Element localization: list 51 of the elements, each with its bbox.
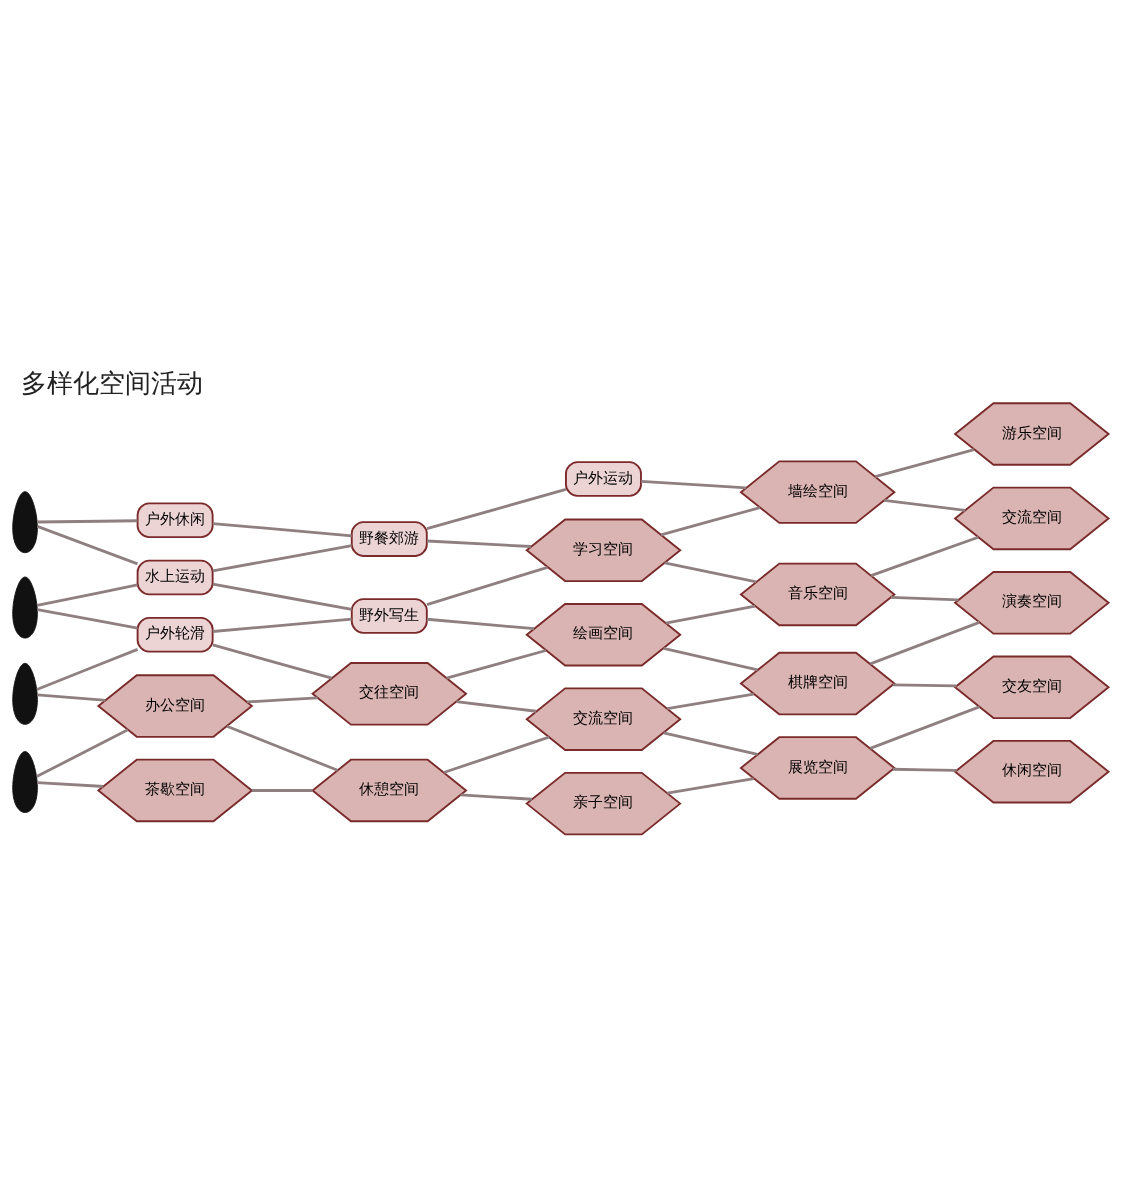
node-box: 野餐郊游 <box>350 520 428 557</box>
connector <box>36 583 138 607</box>
node-box: 野外写生 <box>350 597 428 634</box>
node-box: 户外休闲 <box>136 501 214 538</box>
connector <box>226 724 339 772</box>
connector <box>426 487 567 530</box>
connector <box>870 535 979 577</box>
connector <box>663 646 758 671</box>
connector <box>667 692 754 710</box>
node-box: 水上运动 <box>136 559 214 595</box>
connector <box>869 620 980 665</box>
connector <box>443 735 550 774</box>
connector <box>212 617 352 633</box>
connector <box>665 604 756 624</box>
node-box: 户外轮滑 <box>136 616 214 653</box>
connector <box>663 730 758 756</box>
connector <box>891 595 959 601</box>
node-person <box>12 576 38 638</box>
connector <box>884 498 966 512</box>
connector <box>892 682 957 687</box>
diagram-title: 多样化空间活动 <box>20 367 203 398</box>
connector <box>426 617 535 630</box>
connector <box>446 648 547 679</box>
node-box: 户外运动 <box>565 460 642 497</box>
connector <box>251 788 313 792</box>
connector <box>36 524 139 565</box>
node-person <box>12 662 38 725</box>
connector <box>869 705 980 750</box>
connector <box>874 447 975 478</box>
connector <box>892 767 957 772</box>
connector <box>426 539 532 548</box>
connector <box>212 582 352 611</box>
connector <box>37 518 138 523</box>
connector <box>660 505 761 536</box>
connector <box>37 780 104 788</box>
connector <box>212 643 333 679</box>
connector <box>426 565 548 606</box>
connector <box>36 728 129 778</box>
connector <box>460 792 533 801</box>
connector <box>667 776 754 794</box>
connector <box>36 647 139 691</box>
node-person <box>12 750 38 813</box>
connector <box>456 699 537 713</box>
connector <box>37 692 106 702</box>
connector <box>37 607 138 629</box>
connector <box>212 543 352 572</box>
connector <box>246 696 318 703</box>
connector <box>641 479 747 489</box>
connector <box>664 560 757 583</box>
node-person <box>12 490 38 553</box>
connector <box>212 521 352 537</box>
